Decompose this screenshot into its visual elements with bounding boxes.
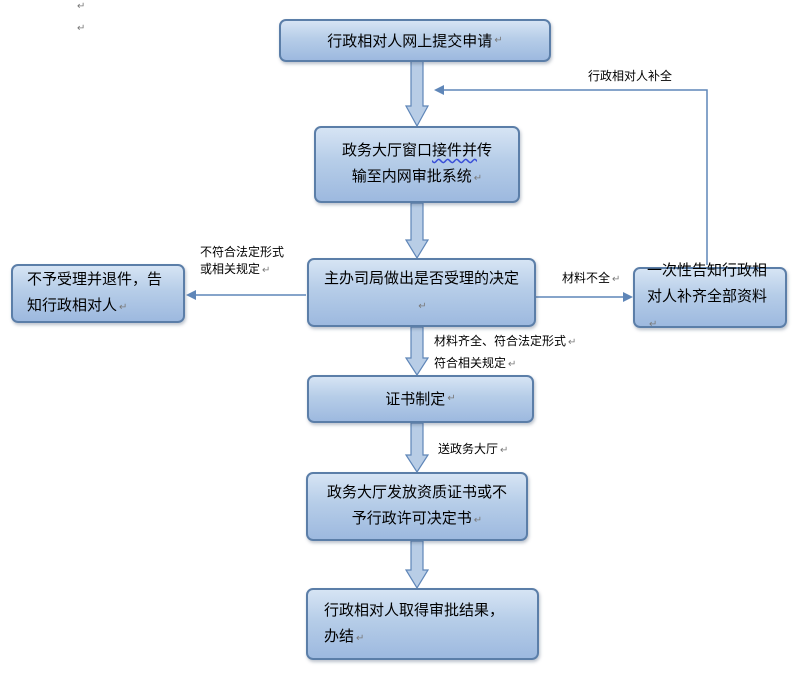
paragraph-mark: ↵ bbox=[568, 337, 577, 348]
node-notify-supplement: 一次性告知行政相 对人补齐全部资料 ↵ bbox=[633, 261, 787, 330]
node-issue-certificate: 政务大厅发放资质证书或不 予行政许可决定书↵ bbox=[306, 472, 528, 541]
node-label: 政务大厅发放资质证书或不 bbox=[326, 483, 507, 501]
arrow-submit-to-window bbox=[404, 60, 430, 128]
arrow-window-to-decision bbox=[404, 202, 430, 260]
paragraph-mark: ↵ bbox=[612, 274, 621, 285]
edge-label-send: 送政务大厅↵ bbox=[438, 441, 508, 459]
edge-label-text: 不符合法定形式 bbox=[200, 245, 285, 259]
node-approval-result: 行政相对人取得审批结果， 办结↵ bbox=[306, 588, 539, 660]
node-label: 对人补齐全部资料 bbox=[647, 287, 768, 305]
node-label: 办结 bbox=[324, 626, 355, 645]
node-online-submit: 行政相对人网上提交申请↵ bbox=[279, 19, 551, 62]
paragraph-mark: ↵ bbox=[508, 359, 517, 370]
arrow-decision-to-cert bbox=[404, 326, 430, 377]
line-notify-feedback bbox=[434, 85, 708, 265]
node-label: 行政相对人取得审批结果， bbox=[324, 600, 505, 619]
arrow-cert-to-issue bbox=[404, 422, 430, 474]
paragraph-mark: ↵ bbox=[447, 393, 456, 404]
node-label: 证书制定 bbox=[385, 390, 446, 408]
arrow-issue-to-result bbox=[404, 540, 430, 590]
paragraph-mark: ↵ bbox=[77, 1, 86, 12]
node-label: 接件并 bbox=[431, 141, 477, 159]
edge-label-text: 材料齐全、符合法定形式 bbox=[434, 334, 567, 348]
paragraph-mark: ↵ bbox=[262, 265, 271, 276]
paragraph-mark: ↵ bbox=[418, 301, 427, 312]
node-label: 不予受理并退件，告 bbox=[27, 270, 163, 288]
node-label: 一次性告知行政相 bbox=[647, 261, 768, 279]
node-label: 予行政许可决定书 bbox=[351, 509, 472, 527]
node-acceptance-decision: 主办司局做出是否受理的决定 ↵ bbox=[307, 258, 536, 327]
edge-label-text: 或相关规定 bbox=[200, 262, 261, 276]
paragraph-mark: ↵ bbox=[119, 302, 128, 313]
paragraph-mark: ↵ bbox=[473, 173, 483, 184]
edge-label-complete: 材料齐全、符合法定形式↵ 符合相关规定↵ bbox=[434, 331, 576, 375]
node-certificate-making: 证书制定↵ bbox=[307, 375, 534, 423]
node-window-receive: 政务大厅窗口接件并传 输至内网审批系统↵ bbox=[314, 126, 520, 203]
edge-label-text: 送政务大厅 bbox=[438, 442, 499, 456]
paragraph-mark: ↵ bbox=[356, 632, 365, 644]
paragraph-mark: ↵ bbox=[500, 445, 509, 456]
edge-label-supplement: 行政相对人补全 bbox=[588, 69, 673, 83]
node-label: 知行政相对人 bbox=[27, 296, 118, 314]
paragraph-mark: ↵ bbox=[649, 319, 658, 330]
node-label: 主办司局做出是否受理的决定 bbox=[323, 269, 519, 287]
node-label: 行政相对人网上提交申请 bbox=[327, 31, 493, 50]
paragraph-mark: ↵ bbox=[77, 23, 86, 34]
paragraph-mark: ↵ bbox=[494, 34, 503, 46]
node-label: 传 bbox=[477, 141, 493, 159]
node-label: 输至内网审批系统 bbox=[351, 167, 472, 185]
edge-label-nonconform: 不符合法定形式 或相关规定↵ bbox=[200, 244, 284, 279]
edge-label-text: 符合相关规定 bbox=[434, 356, 507, 370]
node-label: 政务大厅窗口 bbox=[341, 141, 432, 159]
edge-label-incomplete: 材料不全↵ bbox=[562, 270, 620, 288]
edge-label-text: 材料不全 bbox=[562, 271, 611, 285]
node-reject-return: 不予受理并退件，告 知行政相对人↵ bbox=[11, 264, 185, 323]
paragraph-mark: ↵ bbox=[473, 515, 483, 526]
